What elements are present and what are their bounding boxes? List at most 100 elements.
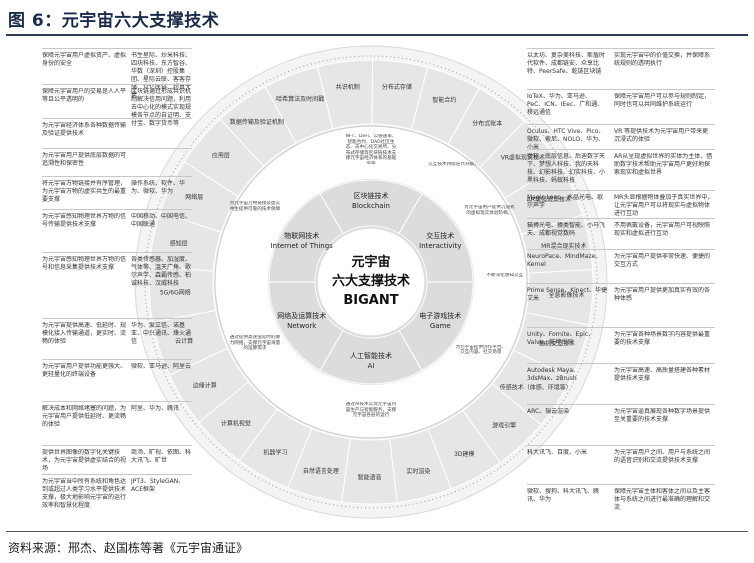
left-row-divider (42, 474, 192, 475)
outer-segment-label: 智能语音 (358, 473, 382, 481)
left-need-text: 为元宇宙提供高速、低延时、规模化接入传输通道，更实时、流畅的体验 (42, 322, 126, 345)
outer-segment-label: 脑机交互技术 (539, 339, 575, 347)
right-examples-text: 猫搏光电、猿类智能、小马飞天、成都视觉数码 (527, 222, 606, 237)
left-need-text: 提供世界图像的数字化关键技术，为元宇宙提供虚实结合的视场 (42, 449, 126, 472)
left-examples-text: 商汤、旷视、依图、科大讯飞、旷世 (131, 449, 192, 464)
outer-segment-label: AR增强现实技术 (527, 195, 571, 203)
left-need-text: 为元宇宙用户提供功能更强大、更轻量化的终端设备 (42, 363, 126, 378)
left-need-text: 解决成本和网络堵塞的问题，为元宇宙用户提供低延时、更流畅的体验 (42, 405, 126, 428)
middle-ring-note-text: 通过AI技术实现元宇宙内容生产与智能服务，支撑元宇宙各层的运行 (345, 402, 397, 419)
outer-segment (341, 438, 398, 505)
right-role-text: 为元宇宙用户提供更加真实有效的各种体感 (614, 287, 711, 302)
left-need-text: 为元宇宙经济体系各种数据传输及验证提供技术 (42, 122, 126, 137)
middle-ring-note-text: 为元宇宙万物链接及虚实共生提供可靠的技术保障 (229, 201, 281, 212)
right-role-text: 为元宇宙逼真展现各种数字场景提供至关重要的技术支撑 (614, 408, 711, 423)
right-examples-text: Unity、Fornite、Epic、Valve、乾坤代码 (527, 331, 595, 346)
center-circle (316, 227, 426, 337)
left-row-divider (42, 359, 192, 360)
ring-labels: 共识机制分布式存储智能合约分布式账本VR虚拟现实技术AR增强现实技术MR混合现实… (160, 83, 587, 482)
core-tech-name: 物联网技术 (284, 231, 319, 240)
outer-segment-label: 网络层 (185, 193, 203, 201)
right-role-text: 为元宇宙用户提供非常快速、便捷的交互方式 (614, 253, 711, 268)
right-row-divider (527, 404, 715, 405)
outer-segment-label: 5G/6G网络 (160, 288, 191, 296)
middle-ring-note-text: 不断深化感知交互 (486, 272, 524, 278)
middle-ring-note-text: 交互技术持续迭代升级， (428, 162, 479, 168)
right-role-text: MR头显根据物体叠加于真实世界中，让元宇宙用户可以将现实与虚拟物体进行互动 (614, 194, 714, 217)
center-title-line2: 六大支撑技术 (332, 273, 410, 289)
outer-segment-label: 智能合约 (432, 96, 456, 104)
outer-segment-label: 数据传输及验证机制 (230, 118, 284, 126)
left-row-divider (42, 118, 192, 119)
right-role-text: 实现元宇宙中的价值交换，并保障系统规则的透明执行 (614, 52, 711, 67)
core-tech-name: 网络及运算技术 (277, 311, 326, 320)
core-tech-name: 人工智能技术 (350, 351, 392, 360)
outer-segment-label: 哈希算法及时间戳 (276, 95, 324, 103)
right-row-divider (527, 484, 715, 485)
middle-ring-note: 为元宇宙提供创作平台、交互内容、社交场景 (455, 345, 506, 356)
middle-ring-note-text: NFT、DeFi、公链速率、智能合约、DAO社区生态、去中心化交易所、分布式存储… (345, 134, 397, 164)
right-examples-text: IoTeX、华为、亚马逊、PeC、ICN、IEec、广和通、移远通信 (527, 93, 604, 116)
outer-segment-label: 分布式账本 (472, 120, 502, 128)
left-need-text: 保障元宇宙用户的交易是人人平等且公平透明的 (42, 88, 126, 103)
left-row-divider (42, 318, 192, 319)
middle-ring-note: 为元宇宙用户提供沉浸式的虚拟现实体验阶梯， (464, 205, 515, 216)
right-row-divider (527, 363, 715, 364)
figure-title: 图 6：元宇宙六大支撑技术 (8, 11, 220, 31)
right-examples-text: 微软、底层信息、后迪数字天下、梦想人科技、我的天科技、幻影科技、幻实科技、小黑科… (527, 153, 606, 184)
right-examples-text: 以太坊、复杂美科技、斯盾时代软件、成都链安、众享比特、PeerSafe、乾链区块… (527, 52, 606, 75)
middle-ring-note-text: 为元宇宙用户提供沉浸式的虚拟现实体验阶梯， (464, 205, 515, 216)
source-note: 资料来源：邢杰、赵国栋等著《元宇宙通证》 (8, 541, 249, 555)
right-row-divider (527, 149, 715, 150)
center-title-line3: BIGANT (343, 293, 398, 308)
left-need-text: 将元宇宙万物链接并有序管理，为元宇宙万物的虚实共生的最重要支撑 (42, 180, 126, 203)
source-divider (6, 531, 748, 532)
right-examples-text: ARC、瑞云渲染 (527, 408, 570, 415)
left-row-divider (42, 209, 192, 210)
right-examples-text: Oculus、HTC Vive、Pico、微软、索尼、NOLO、华为、小米 (527, 128, 605, 151)
outer-segment-label: 云计算 (175, 337, 193, 345)
core-tech-name: 交互技术 (426, 231, 454, 240)
outer-segment-label: 边缘计算 (193, 381, 217, 389)
middle-ring-note-text: 通过提供高速低延时的算力网络，支撑元宇宙海量的运算需求 (229, 335, 281, 352)
right-role-text: 为元宇宙高速、高质量搭建各种素材提供技术支撑 (614, 367, 711, 382)
left-row-divider (42, 176, 192, 177)
left-row-divider (42, 445, 192, 446)
right-examples-text: Magic Leap、水晶光电、歌尔声学 (527, 194, 603, 209)
left-need-text: 为元宇宙感知物理世界万物的信号和信息采集提供技术支撑 (42, 256, 126, 271)
left-need-text: 保障元宇宙用户虚拟资产、虚拟身份的安全 (42, 52, 126, 67)
left-need-text: 为元宇宙感知物理世界万物的信号传输提供技术支撑 (42, 213, 126, 228)
outer-segment (264, 65, 334, 144)
core-tech-english: Game (430, 322, 451, 330)
left-examples-text: 微软、亚马逊、阿里云 (131, 363, 192, 370)
outer-segment-label: 游戏引擎 (492, 421, 516, 429)
outer-segment-label: 分布式存储 (382, 83, 412, 91)
outer-segment-label: 全息影像技术 (549, 291, 585, 299)
right-role-text: VR 等提供技术为元宇宙用户带来更沉浸式的体验 (614, 128, 709, 143)
right-examples-text: 微软、搜狗、科大讯飞、腾讯、华为 (527, 488, 600, 503)
right-row-divider (527, 124, 715, 125)
middle-ring-note: 通过AI技术实现元宇宙内容生产与智能服务，支撑元宇宙各层的运行 (345, 402, 397, 419)
right-row-divider (527, 190, 715, 191)
outer-segment-label: 计算机视觉 (221, 419, 251, 427)
middle-ring-note: 交互技术持续迭代升级， (428, 162, 479, 168)
outer-segment-label: 传感技术（体感、环境等） (500, 384, 572, 392)
right-role-text: 不用佩戴设备，元宇宙用户可视映照现实和虚拟进行互动 (614, 222, 711, 237)
outer-segment-label: MR混合现实技术 (541, 242, 586, 250)
right-examples-text: Prime Sense、Kinect、华捷艾米 (527, 287, 607, 302)
right-examples-text: NeuroPace、MindMaze、Kernel (527, 253, 602, 268)
outer-segment-label: 感知层 (170, 239, 188, 247)
core-tech-name: 电子游戏技术 (419, 311, 461, 320)
left-examples-text: 阿里、华为、腾讯 (131, 405, 180, 412)
title-divider (6, 34, 748, 36)
right-row-divider (527, 218, 715, 219)
center-title-line1: 元宇宙 (351, 254, 390, 270)
left-examples-text: 各类传感器、加湿度、气体等、温天广角、歌尔声学、森霸传感、柏诚科技、汉威科技 (131, 256, 192, 287)
outer-segment-label: 共识机制 (336, 83, 360, 91)
outer-segment-label: 应用层 (212, 152, 230, 160)
right-row-divider (527, 48, 715, 49)
left-row-divider (42, 401, 192, 402)
core-tech-english: Internet of Things (271, 242, 334, 250)
left-examples-text: 操作系统、软件、华为、微软、华为 (131, 180, 186, 195)
outer-segment-label: 自然语言处理 (303, 467, 339, 475)
